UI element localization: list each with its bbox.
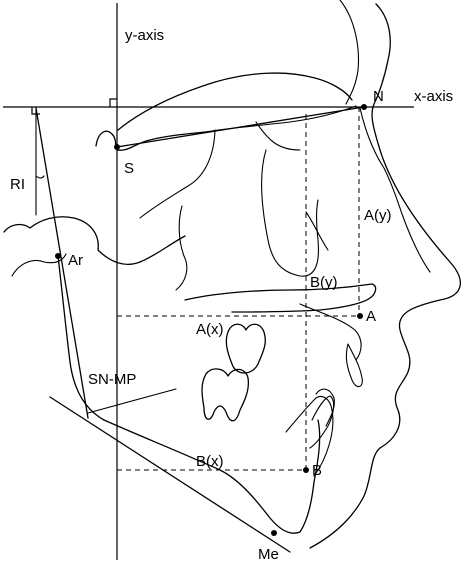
label-n: N	[373, 88, 384, 105]
point-me	[271, 530, 277, 536]
label-x-axis: x-axis	[414, 88, 453, 105]
upper-incisor	[345, 343, 363, 388]
label-sn-mp: SN-MP	[88, 371, 136, 388]
posterior-ramus	[57, 255, 105, 421]
sn-mp-indicator-line	[87, 388, 177, 414]
label-y-axis: y-axis	[125, 27, 164, 44]
label-a: A	[366, 308, 376, 325]
mandible-body	[103, 419, 321, 534]
upper-molar	[225, 323, 266, 374]
point-a	[357, 313, 363, 319]
maxilla-anterior	[299, 303, 362, 361]
label-a-y: A(y)	[364, 207, 392, 224]
articular-fossa	[11, 253, 67, 277]
coronoid-process	[175, 205, 188, 291]
premolar	[315, 388, 335, 427]
label-b: B	[312, 462, 322, 479]
palatal-plane	[184, 283, 377, 313]
cranial-outline	[117, 72, 353, 131]
frontal-bone	[339, 0, 359, 105]
zygomatic-outline	[305, 211, 329, 251]
orbit-outline	[255, 121, 301, 151]
right-angle-marker-y	[109, 98, 117, 107]
label-a-x: A(x)	[196, 321, 224, 338]
label-b-x: B(x)	[196, 453, 224, 470]
condyle-and-ramus	[3, 216, 186, 265]
sella-turcica	[95, 130, 206, 151]
label-b-y: B(y)	[310, 274, 338, 291]
lower-molar	[201, 368, 250, 422]
soft-tissue-profile	[309, 3, 461, 549]
point-n	[361, 104, 367, 110]
label-ri: RI	[10, 176, 25, 193]
point-s	[114, 144, 120, 150]
label-me: Me	[258, 546, 279, 563]
mandibular-plane-line	[49, 396, 291, 553]
pterygomaxillary-fissure	[139, 129, 216, 219]
maxillary-sinus	[260, 149, 320, 277]
label-s: S	[124, 160, 134, 177]
ri-angle-arc	[35, 175, 45, 179]
anterior-cranial-base	[204, 105, 357, 133]
symphysis	[285, 395, 334, 477]
ramus-tangent-line	[35, 107, 89, 419]
point-b	[303, 467, 309, 473]
point-ar	[55, 253, 61, 259]
label-ar: Ar	[68, 252, 83, 269]
nasal-bone	[359, 107, 431, 273]
